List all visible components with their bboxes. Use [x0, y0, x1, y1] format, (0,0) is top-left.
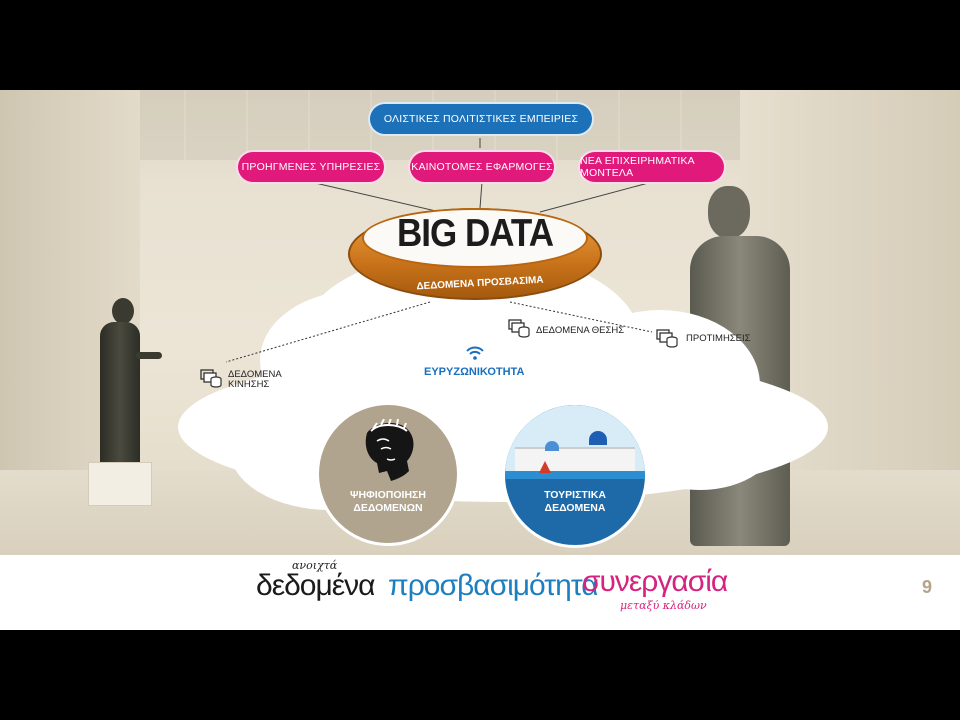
footer: ανοιχτά δεδομένα προσβασιμότητα συνεργασ…	[0, 555, 960, 630]
accessibility-text: προσβασιμότητα	[388, 569, 599, 602]
advanced-services-pill: ΠΡΟΗΓΜΕΝΕΣ ΥΠΗΡΕΣΙΕΣ	[236, 150, 386, 184]
cross-sector-text: μεταξύ κλάδων	[620, 599, 707, 612]
broadband-label: ΕΥΡΥΖΩΝΙΚΟΤΗΤΑ	[424, 366, 525, 378]
digitization-label: ΨΗΦΙΟΠΟΙΗΣΗ ΔΕΔΟΜΕΝΩΝ	[350, 489, 426, 515]
location-data-label: ΔΕΔΟΜΕΝΑ ΘΕΣΗΣ	[536, 325, 625, 336]
holistic-experiences-pill: ΟΛΙΣΤΙΚΕΣ ΠΟΛΙΤΙΣΤΙΚΕΣ ΕΜΠΕΙΡΙΕΣ	[368, 102, 594, 136]
cooperation-text: συνεργασία	[582, 565, 728, 598]
wifi-icon	[466, 346, 484, 360]
tourism-data-label: ΤΟΥΡΙΣΤΙΚΑ ΔΕΔΟΜΕΝΑ	[544, 489, 606, 515]
database-icon	[508, 319, 530, 338]
database-icon	[656, 329, 678, 348]
open-small-text: ανοιχτά	[292, 559, 338, 572]
big-data-title: BIG DATA	[397, 212, 554, 255]
page-number: 9	[922, 577, 933, 597]
greek-head-icon	[365, 419, 414, 481]
digitization-circle: ΨΗΦΙΟΠΟΙΗΣΗ ΔΕΔΟΜΕΝΩΝ	[316, 402, 460, 546]
innovative-apps-pill: ΚΑΙΝΟΤΟΜΕΣ ΕΦΑΡΜΟΓΕΣ	[408, 150, 556, 184]
sailboat-icon	[539, 461, 551, 473]
new-business-models-pill: ΝΕΑ ΕΠΙΧΕΙΡΗΜΑΤΙΚΑ ΜΟΝΤΕΛΑ	[578, 150, 726, 184]
statue-pedestal	[88, 462, 152, 506]
movement-data-label: ΔΕΔΟΜΕΝΑ ΚΙΝΗΣΗΣ	[228, 369, 282, 391]
tourism-circle: ΤΟΥΡΙΣΤΙΚΑ ΔΕΔΟΜΕΝΑ	[502, 402, 648, 548]
preferences-label: ΠΡΟΤΙΜΗΣΕΙΣ	[686, 333, 751, 344]
open-data-text: δεδομένα	[256, 569, 375, 602]
connector-lines	[225, 138, 653, 363]
database-icon	[200, 369, 222, 388]
slide: ΟΛΙΣΤΙΚΕΣ ΠΟΛΙΤΙΣΤΙΚΕΣ ΕΜΠΕΙΡΙΕΣ ΠΡΟΗΓΜΕ…	[0, 90, 960, 630]
museum-background	[0, 90, 960, 555]
